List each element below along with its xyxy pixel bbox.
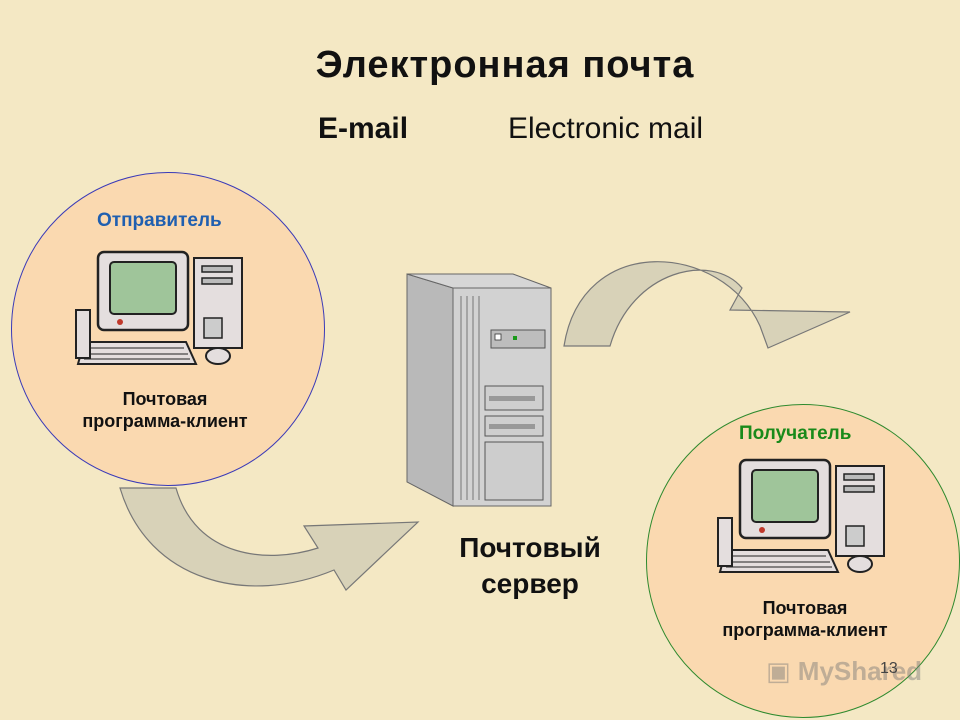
desktop-computer-icon	[75, 250, 243, 365]
subtitle-full: Electronic mail	[508, 112, 704, 145]
sender-client-label: Почтовая программа-клиент	[40, 388, 290, 432]
curved-arrow-icon	[119, 487, 420, 591]
subtitle-abbrev: E-mail	[318, 112, 409, 145]
sender-role-label: Отправитель	[97, 210, 222, 231]
server-label: Почтовый сервер	[440, 530, 620, 602]
page-title: Электронная почта	[315, 44, 695, 86]
watermark-logo: ▣ MyShared	[766, 656, 923, 686]
receiver-role-label: Получатель	[739, 423, 852, 444]
page-number: 13	[880, 660, 898, 677]
sender-client-line1: Почтовая	[122, 389, 208, 409]
server-tower-icon	[406, 273, 552, 507]
server-label-line2: сервер	[481, 568, 579, 599]
desktop-computer-icon	[717, 458, 885, 573]
curved-arrow-icon	[563, 261, 851, 349]
receiver-client-line2: программа-клиент	[722, 620, 888, 640]
receiver-client-label: Почтовая программа-клиент	[680, 597, 930, 641]
receiver-client-line1: Почтовая	[762, 598, 848, 618]
server-label-line1: Почтовый	[459, 532, 601, 563]
sender-client-line2: программа-клиент	[82, 411, 248, 431]
